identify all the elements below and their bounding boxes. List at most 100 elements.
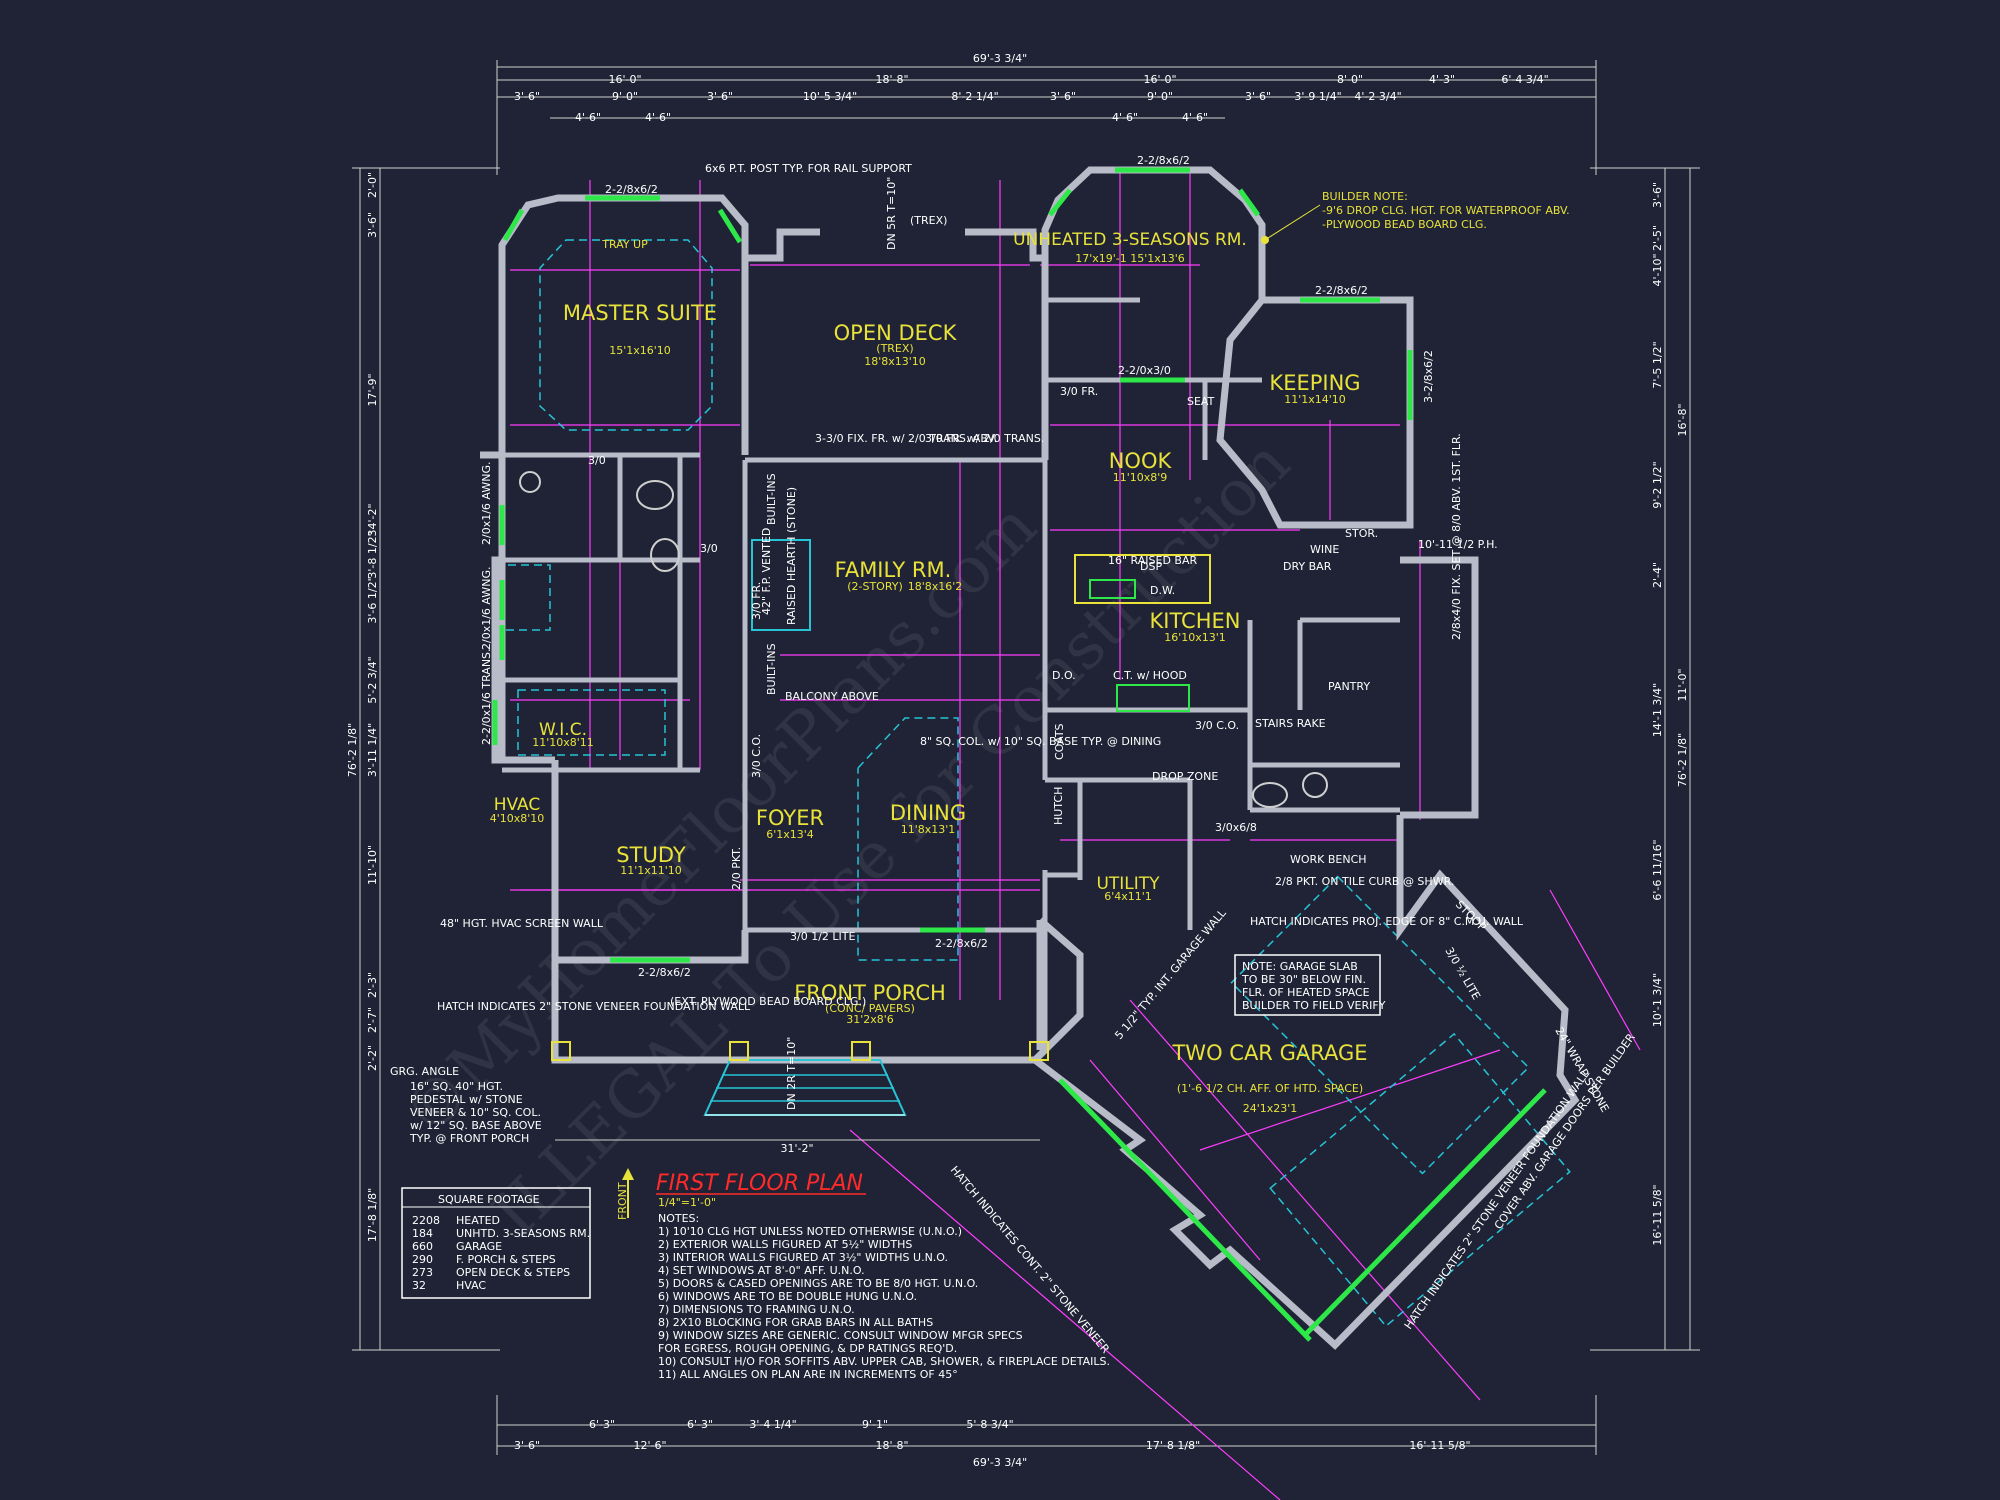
- door-label: 3/0 C.O.: [750, 734, 763, 778]
- top-dim: 8'-2 1/4": [951, 90, 998, 103]
- sqft-value: 660: [412, 1240, 433, 1253]
- callout-hatch-cmu: HATCH INDICATES PROJ. EDGE OF 8" C.M.U. …: [1250, 915, 1524, 928]
- room-size: 18'8x13'10: [864, 355, 926, 368]
- window-label: 2-2/0x3/0: [1118, 364, 1171, 377]
- room-size: 11'8x13'1: [901, 823, 956, 836]
- room-name: STUDY: [616, 843, 686, 867]
- small-label: WORK BENCH: [1290, 853, 1367, 866]
- top-dim: 3'-6": [1245, 90, 1271, 103]
- window-label: 2-2/0x1/6 TRANS.: [480, 648, 493, 745]
- sqft-value: 2208: [412, 1214, 440, 1227]
- porch-dimension: 31'-2": [555, 1139, 1040, 1155]
- window-label: 2/0x1/6 AWNG.: [480, 462, 493, 545]
- room-size: 17'x19'-1 15'1x13'6: [1075, 252, 1185, 265]
- room-size: 18'8x16'2: [908, 580, 963, 593]
- small-label: D.W.: [1150, 584, 1175, 597]
- room-size: 11'1x11'10: [620, 864, 682, 877]
- right-dim: 9'-2 1/2": [1651, 461, 1664, 508]
- callout-grg-angle: GRG. ANGLE: [390, 1065, 459, 1078]
- small-label: BUILT-INS: [765, 473, 778, 525]
- door-label: 3/0 ½ LITE: [1442, 945, 1482, 1002]
- right-dim: 16'-8": [1676, 403, 1689, 436]
- top-dim: 3'-6": [707, 90, 733, 103]
- callout-garage-slab: FLR. OF HEATED SPACE: [1242, 986, 1370, 999]
- note-item: 11) ALL ANGLES ON PLAN ARE IN INCREMENTS…: [658, 1368, 958, 1381]
- sqft-label: HEATED: [456, 1214, 500, 1227]
- window-label: 2-2/8x6/2: [638, 966, 691, 979]
- room-name: FAMILY RM.: [835, 558, 952, 582]
- callout-fix-set: 2/8x4/0 FIX. SET @ 8/0 ABV. 1ST. FLR.: [1450, 433, 1463, 640]
- small-label: 42" F.P. VENTED: [760, 528, 773, 615]
- door-label: 2/0 PKT.: [730, 847, 743, 890]
- room-name: KITCHEN: [1150, 609, 1241, 633]
- sqft-label: HVAC: [456, 1279, 486, 1292]
- small-label: SEAT: [1187, 395, 1215, 408]
- front-label: FRONT: [616, 1182, 629, 1220]
- small-label: DSP: [1140, 560, 1162, 573]
- room-name: DINING: [890, 801, 966, 825]
- callout-ph: 10'-11 1/2 P.H.: [1418, 538, 1498, 551]
- sqft-title: SQUARE FOOTAGE: [438, 1193, 540, 1206]
- bottom-dim: 9'-1": [862, 1418, 888, 1431]
- top-dim: 6'-4 3/4": [1501, 73, 1548, 86]
- note-item: 9) WINDOW SIZES ARE GENERIC. CONSULT WIN…: [658, 1329, 1023, 1342]
- room-labels: MASTER SUITE 15'1x16'10 TRAY UP OPEN DEC…: [490, 230, 1371, 1115]
- sqft-value: 32: [412, 1279, 426, 1292]
- top-dim: 3'-6": [514, 90, 540, 103]
- room-sub: (2-STORY): [847, 580, 903, 593]
- room-size: 11'10x8'11: [532, 736, 594, 749]
- small-label: STAIRS RAKE: [1255, 717, 1326, 730]
- room-size: 6'1x13'4: [766, 828, 814, 841]
- left-dim: 3'-8 1/2": [366, 531, 379, 578]
- small-label: C.T. w/ HOOD: [1113, 669, 1187, 682]
- small-label: STOR.: [1345, 527, 1378, 540]
- callout-garage-wall: 5 1/2" TYP. INT. GARAGE WALL: [1112, 906, 1229, 1042]
- callout-hatch-stone: HATCH INDICATES 2" STONE VENEER FOUNDATI…: [437, 1000, 751, 1013]
- door-label: 3/0 FR.: [750, 582, 763, 620]
- right-dim: 2'-4": [1651, 562, 1664, 588]
- title-block: FRONT FIRST FLOOR PLAN 1/4"=1'-0" NOTES:…: [616, 1168, 1110, 1381]
- room-name: PANTRY: [1328, 680, 1370, 693]
- bottom-dim: 18'-8": [875, 1439, 908, 1452]
- door-label: 3/0 C.O.: [1195, 719, 1239, 732]
- right-dim: 14'-1 3/4": [1651, 683, 1664, 737]
- callout-pedestal: PEDESTAL w/ STONE: [410, 1093, 523, 1106]
- right-dimensions: 76'-2 1/8" 3'-6" 2'-5" 4'-10" 7'-5 1/2" …: [1590, 167, 1700, 1351]
- windows: [492, 167, 1547, 1342]
- bottom-dim: 12'-6": [633, 1439, 666, 1452]
- small-label: (TREX): [910, 214, 947, 227]
- bottom-dim: 16'-11 5/8": [1409, 1439, 1470, 1452]
- room-name: UTILITY: [1096, 874, 1160, 894]
- bottom-dim: 3'-6": [514, 1439, 540, 1452]
- bottom-dim: 6'-3": [589, 1418, 615, 1431]
- sqft-value: 184: [412, 1227, 433, 1240]
- callout-garage-slab: NOTE: GARAGE SLAB: [1242, 960, 1358, 973]
- porch-steps: [551, 1041, 1049, 1116]
- top-dim: 9'-0": [1147, 90, 1173, 103]
- left-dim: 2'-7": [366, 1007, 379, 1033]
- garage-slab-note-box: [1234, 954, 1381, 1016]
- room-name: OPEN DECK: [834, 321, 958, 345]
- note-item: 5) DOORS & CASED OPENINGS ARE TO BE 8/0 …: [658, 1277, 978, 1290]
- top-dim: 10'-5 3/4": [803, 90, 857, 103]
- room-size: 15'1x16'10: [609, 344, 671, 357]
- right-dim: 4'-10": [1651, 253, 1664, 286]
- watermark-line-2: ILLEGAL To Use for Construction: [479, 426, 1304, 1251]
- note-item: 2) EXTERIOR WALLS FIGURED AT 5½" WIDTHS: [658, 1238, 912, 1251]
- room-name: W.I.C.: [539, 720, 587, 740]
- callout-builder-note: -9'6 DROP CLG. HGT. FOR WATERPROOF ABV.: [1322, 204, 1570, 217]
- top-dim: 3'-6": [1050, 90, 1076, 103]
- top-dim: 4'-6": [645, 111, 671, 124]
- right-dim: 2'-5": [1651, 225, 1664, 251]
- room-size: 4'10x8'10: [490, 812, 545, 825]
- interior-walls: [495, 297, 1400, 1050]
- right-dim: 3'-6": [1651, 182, 1664, 208]
- room-size: 6'4x11'1: [1104, 890, 1152, 903]
- room-name: MASTER SUITE: [563, 301, 717, 325]
- small-label: DN 2R T=10": [785, 1037, 798, 1110]
- door-label: 3/0 1/2 LITE: [790, 930, 855, 943]
- bottom-dim: 6'-3": [687, 1418, 713, 1431]
- left-dim: 11'-10": [366, 845, 379, 885]
- room-sub: (CONC/ PAVERS): [825, 1002, 915, 1015]
- plan-scale: 1/4"=1'-0": [658, 1196, 716, 1209]
